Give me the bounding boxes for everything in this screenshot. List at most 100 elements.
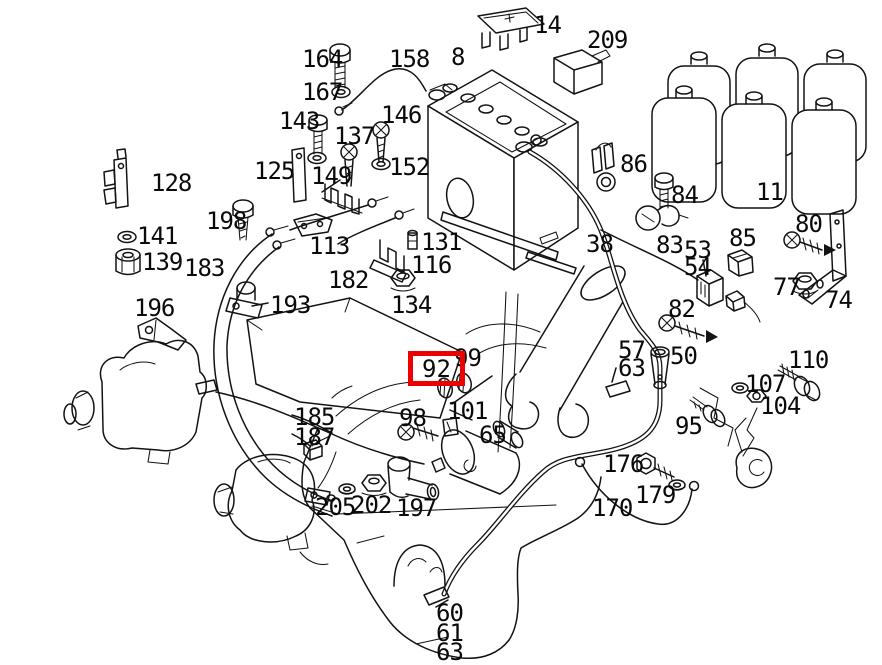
connector-187-icon [303,439,323,461]
connector-tail-wire [743,301,761,323]
part-label-179: 179 [635,481,676,509]
part-label-143: 143 [279,107,320,135]
bolt-110-icon [777,363,821,402]
harness-cable [213,225,334,517]
part-label-137: 137 [334,122,375,150]
bracket-74-icon [798,209,847,305]
part-label-98: 98 [399,404,427,432]
part-label-176: 176 [603,450,644,478]
connector-53-54-icon [696,269,746,312]
highlight-box: 92 [408,351,465,386]
part-label-110: 110 [788,346,829,374]
part-label-149: 149 [311,162,352,190]
part-label-99: 99 [454,344,482,372]
part-label-205: 205 [315,493,356,521]
terminal-cover [477,7,545,51]
cell-caps-back [690,43,844,65]
part-label-187: 187 [294,423,335,451]
part-label-164: 164 [302,45,343,73]
battery-terminal-left [428,83,453,101]
part-label-167: 167 [302,78,343,106]
part-label-183: 183 [184,254,225,282]
part-label-95: 95 [675,412,703,440]
bracket-125-icon [291,147,363,215]
clamp-86-icon [591,142,616,192]
part-label-38: 38 [586,230,614,258]
screw-98-icon [397,423,439,442]
part-label-8: 8 [451,43,465,71]
elbow-197-icon [387,456,440,501]
part-label-74: 74 [825,286,853,314]
sleeve-131-icon [407,229,418,250]
cables [213,68,761,597]
plug-50-icon [650,346,670,390]
screw-137-icon [340,143,358,187]
part-label-80: 80 [795,210,823,238]
bracket-128-icon [103,148,129,209]
highlighted-part-number: 92 [422,354,451,383]
bracket-113-icon [293,213,333,237]
part-label-50: 50 [670,342,698,370]
part-label-139: 139 [142,248,183,276]
bracket-196-icon [137,317,187,351]
bolt-176-icon [636,452,675,481]
nut-104-icon [746,389,767,403]
part-label-107: 107 [745,370,786,398]
battery-cell-pack [651,43,867,215]
part-label-65: 65 [479,421,507,449]
coil-cylinder [431,429,521,495]
part-label-116: 116 [411,251,452,279]
part-label-84: 84 [671,181,699,209]
positive-cable [334,68,427,116]
leader-lines [251,179,707,608]
part-label-170: 170 [592,494,633,522]
battery-terminal-right [515,134,542,153]
bolt-143-icon [308,114,328,155]
starter [213,453,316,551]
part-label-63: 63 [436,638,464,665]
plug-65-icon [492,420,524,449]
part-label-63: 63 [618,354,646,382]
part-label-125: 125 [254,157,295,185]
cable-tags [195,379,631,606]
part-label-146: 146 [381,101,422,129]
nut-134-icon [390,269,416,292]
part-label-196: 196 [134,294,175,322]
washer-141-icon [117,230,137,244]
clamp-116-icon [369,239,407,283]
part-label-197: 197 [396,494,437,522]
clamp-193-icon [225,281,263,319]
part-label-61: 61 [436,619,464,647]
part-label-83: 83 [656,231,684,259]
part-label-158: 158 [389,45,430,73]
part-label-101: 101 [447,397,488,425]
part-label-57: 57 [618,336,646,364]
screw-82-icon [658,314,718,343]
nut-202-icon [361,474,387,497]
washer-205-icon [338,483,356,495]
washer-179-icon [668,479,686,491]
part-label-113: 113 [309,232,350,260]
bolt-84-icon [654,172,674,209]
part-label-141: 141 [137,222,178,250]
part-label-54: 54 [684,253,712,281]
part-label-82: 82 [668,295,696,323]
washer-152-icon [371,157,391,171]
alternator [63,339,207,465]
part-label-202: 202 [351,491,392,519]
clip-85-icon [727,249,754,277]
part-label-134: 134 [391,291,432,319]
part-label-85: 85 [729,224,757,252]
bolt-164-icon [329,43,351,89]
battery [427,69,579,275]
nut-139-icon [115,248,141,276]
cell-caps-front [675,85,833,111]
washer-107-icon [731,382,749,394]
part-label-14: 14 [534,11,562,39]
washer-167-icon [331,85,351,99]
part-label-198: 198 [206,207,247,235]
washer-149-icon [307,151,327,165]
part-label-185: 185 [294,403,335,431]
grommet-83-icon [635,204,689,231]
